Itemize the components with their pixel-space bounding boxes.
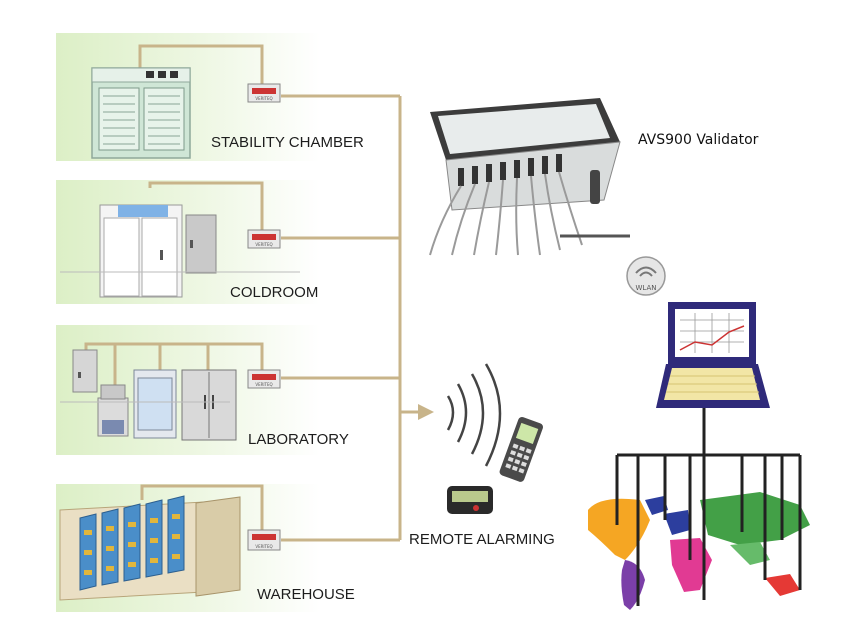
signal-waves-icon [446,363,502,467]
coldroom-label: COLDROOM [230,284,318,301]
warehouse-icon [59,495,241,601]
wlan-icon [626,256,666,296]
coldroom-icon [60,204,300,298]
stability-chamber-label: STABILITY CHAMBER [211,134,364,151]
logger-label: VERITEQ [255,544,272,549]
validator-icon [418,90,631,258]
arrow-head-icon [418,404,434,420]
laboratory-label: LABORATORY [248,431,349,448]
wiring [84,44,420,542]
remote-alarming-label: REMOTE ALARMING [409,531,555,548]
warehouse-label: WAREHOUSE [257,586,355,603]
pager-icon [447,486,493,514]
laboratory-icon [60,349,237,441]
logger-label: VERITEQ [255,96,272,101]
validator-label: AVS900 Validator [638,132,759,148]
laptop-icon [656,302,770,455]
wlan-label: WLAN [635,284,656,292]
logger-label: VERITEQ [255,242,272,247]
stability-chamber-icon [91,67,191,159]
logger-label: VERITEQ [255,382,272,387]
data-logger-icon [247,83,281,551]
world-map-icon [588,453,810,610]
mobile-phone-icon [499,416,543,482]
